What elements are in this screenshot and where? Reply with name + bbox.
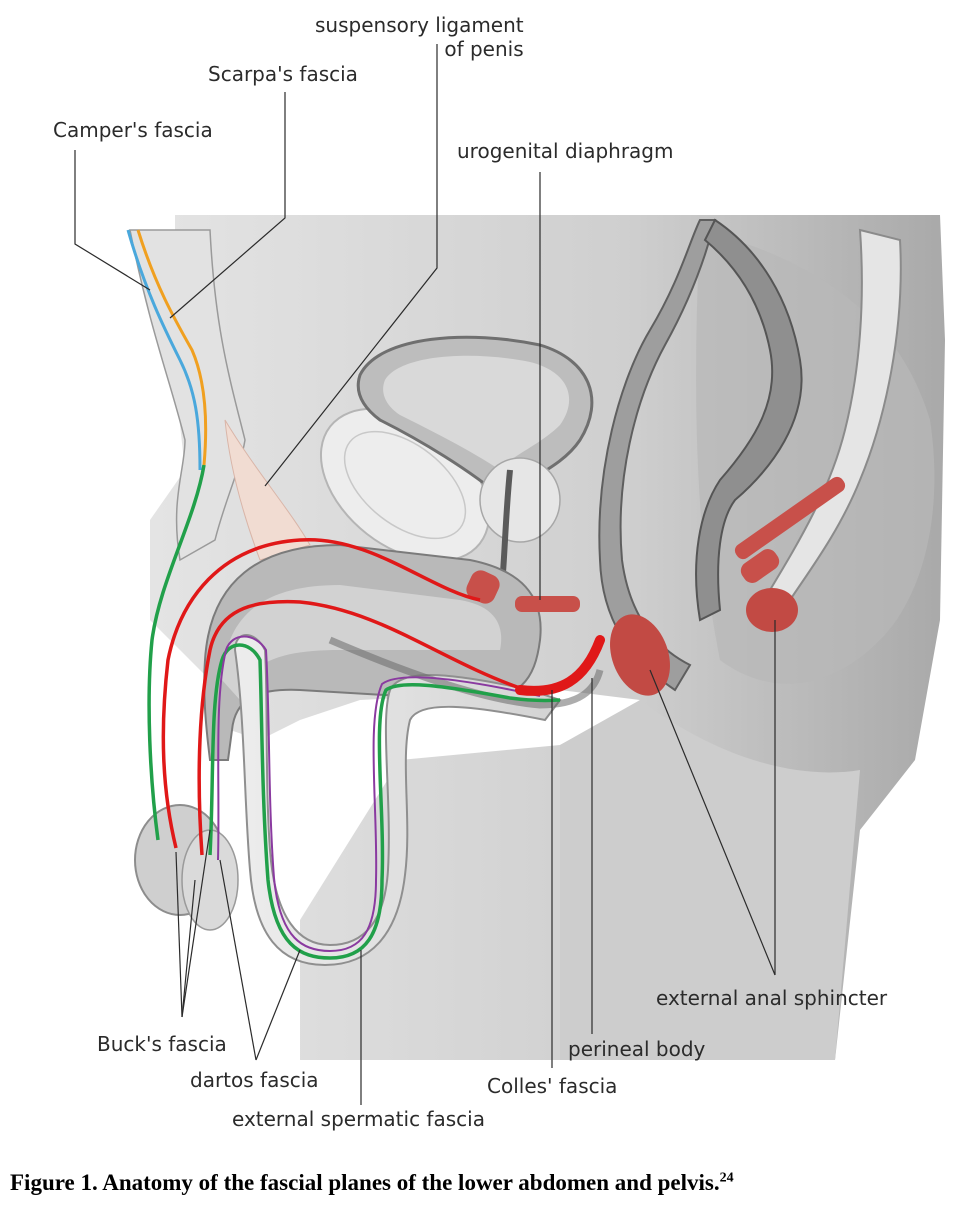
- label-campers-fascia: Camper's fascia: [53, 118, 213, 142]
- figure-caption-reference: 24: [719, 1170, 734, 1186]
- perineal-body-red-band: [515, 635, 605, 696]
- bladder-lumen: [383, 355, 570, 470]
- campers-fascia-line: [126, 229, 202, 471]
- prostate: [479, 457, 561, 543]
- label-external-spermatic-fascia: external spermatic fascia: [232, 1107, 485, 1131]
- corpus-spongiosum: [222, 585, 502, 700]
- urogenital-diaphragm-muscle-2: [515, 596, 580, 612]
- label-perineal-body: perineal body: [568, 1037, 706, 1061]
- leader-lines: [74, 44, 776, 1105]
- label-bucks-fascia: Buck's fascia: [97, 1032, 227, 1056]
- pubic-bone-inner: [343, 430, 467, 540]
- figure-caption-text: Figure 1. Anatomy of the fascial planes …: [10, 1170, 720, 1195]
- anal-sphincter-muscle-2: [734, 476, 846, 560]
- illustration: [74, 44, 945, 1105]
- anal-sphincter-muscle-1: [746, 588, 798, 632]
- label-suspensory-ligament: suspensory ligament of penis: [315, 13, 524, 61]
- sigmoid-colon: [695, 218, 803, 622]
- colles-fascia-band: [328, 636, 604, 709]
- bucks-fascia-line-outer: [161, 538, 481, 849]
- thigh-shade: [560, 700, 860, 1060]
- scarpas-fascia-line: [136, 229, 208, 466]
- external-spermatic-fascia-line: [217, 635, 541, 953]
- label-dartos-fascia: dartos fascia: [190, 1068, 319, 1092]
- urogenital-diaphragm-muscle-1: [466, 570, 500, 604]
- anal-sphincter-muscle-3: [740, 549, 780, 583]
- label-colles-fascia: Colles' fascia: [487, 1074, 618, 1098]
- rectum-wall: [598, 219, 717, 692]
- label-suspensory-ligament-line1: suspensory ligament: [315, 13, 524, 37]
- label-suspensory-ligament-line2: of penis: [444, 37, 524, 61]
- perineal-sphincter-muscle: [610, 614, 670, 696]
- label-urogenital-diaphragm: urogenital diaphragm: [457, 139, 674, 163]
- label-scarpas-fascia: Scarpa's fascia: [208, 62, 358, 86]
- scrotum: [233, 634, 562, 967]
- figure-caption: Figure 1. Anatomy of the fascial planes …: [10, 1170, 734, 1196]
- label-external-anal-sphincter: external anal sphincter: [656, 986, 888, 1010]
